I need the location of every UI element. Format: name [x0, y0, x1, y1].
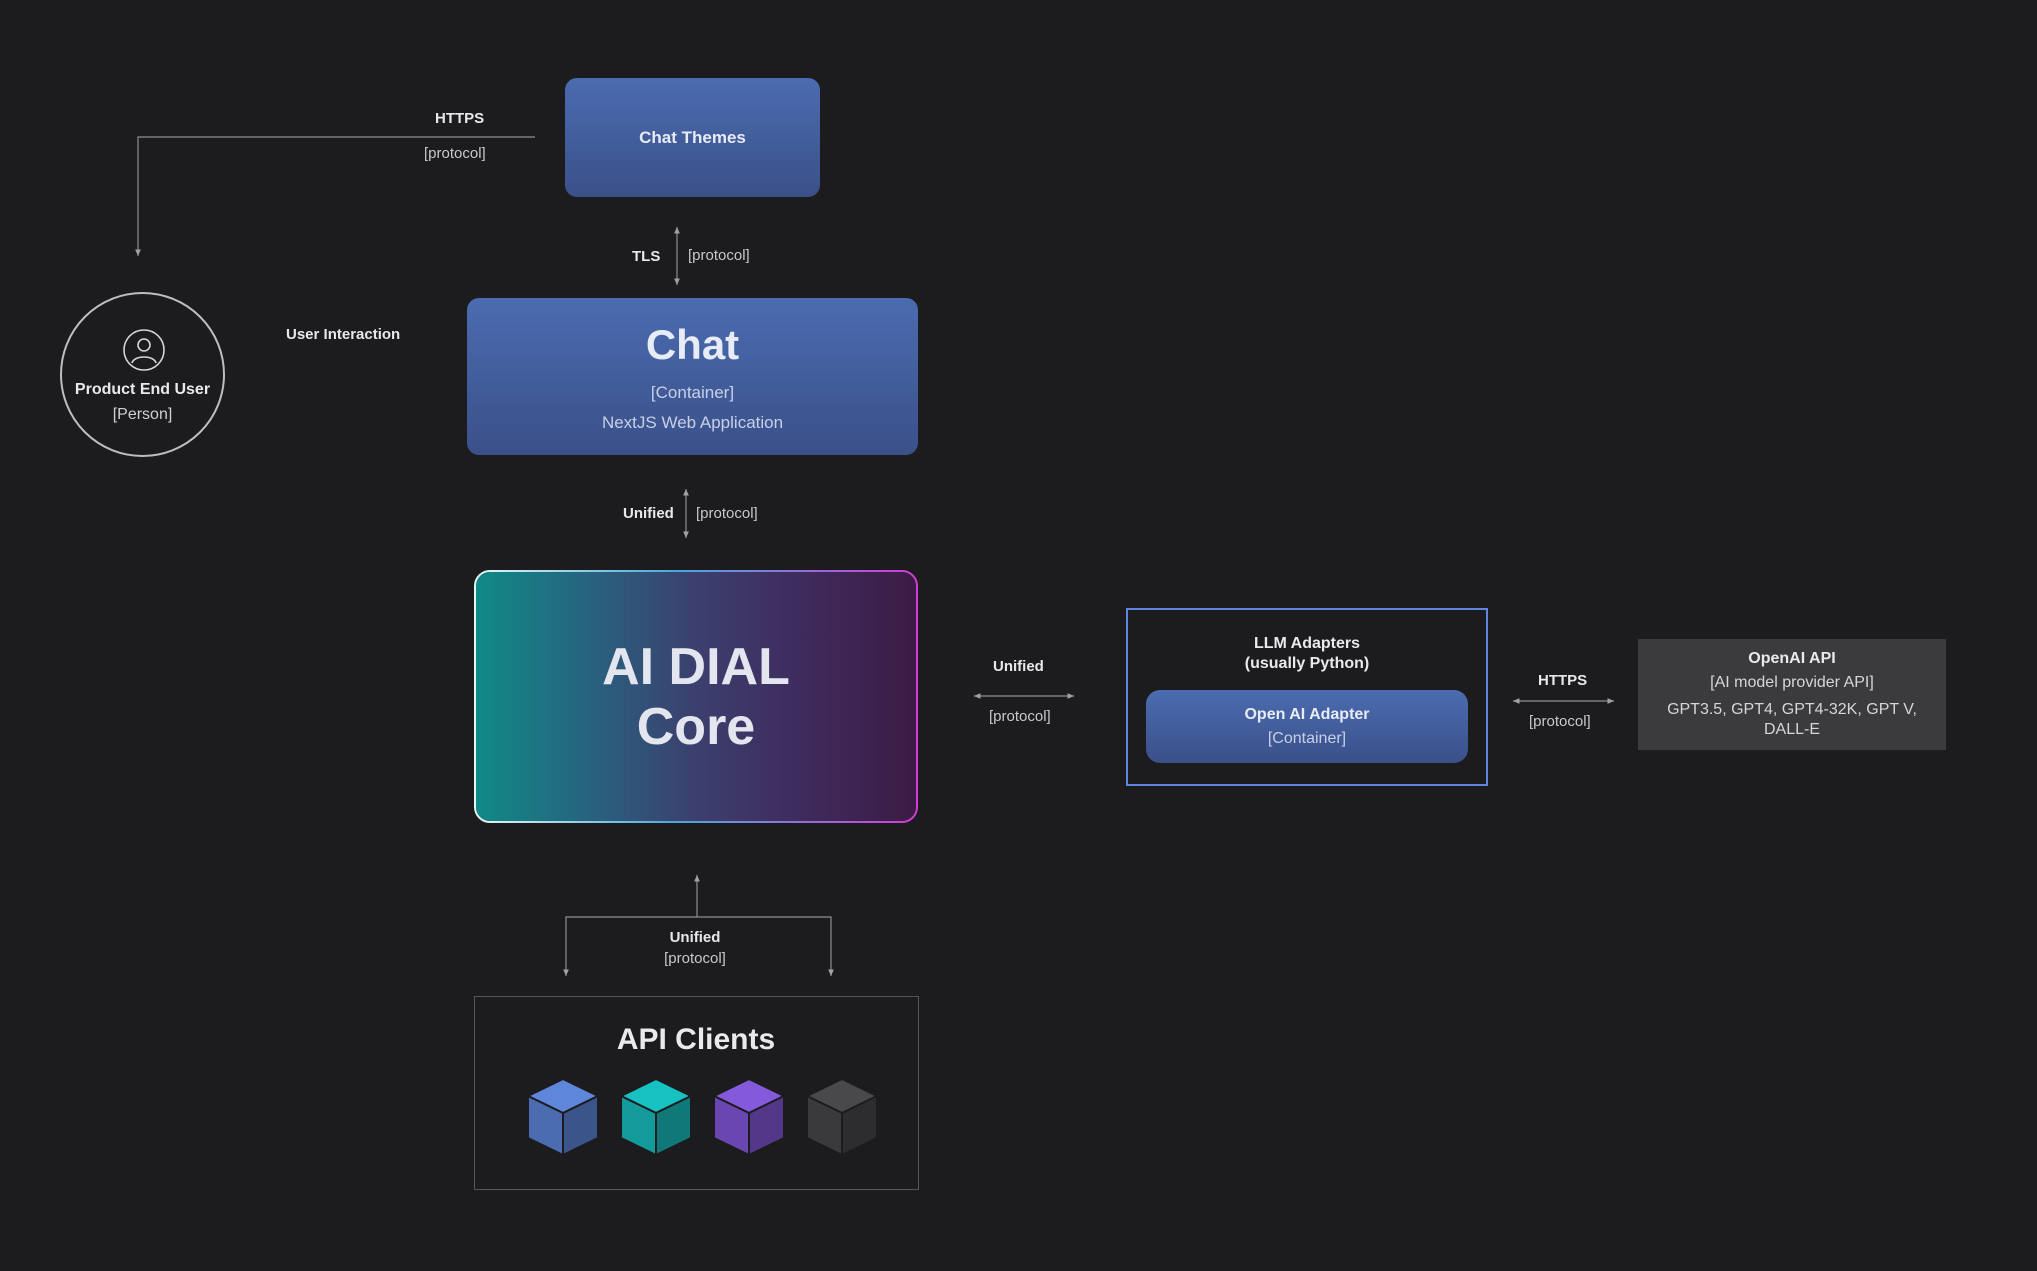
open-ai-adapter-title: Open AI Adapter: [1244, 705, 1370, 723]
edge-sub-core-clients: [protocol]: [664, 950, 726, 967]
person-title: Product End User: [74, 381, 211, 398]
core-title-line2: Core: [636, 697, 756, 756]
chat-node[interactable]: Chat [Container] NextJS Web Application: [467, 298, 918, 455]
edge-core-clients-branch: [563, 916, 834, 976]
edge-sub-themes-https: [protocol]: [424, 145, 486, 162]
open-ai-adapter-node[interactable]: Open AI Adapter [Container]: [1146, 690, 1468, 763]
edge-label-themes-https: HTTPS: [435, 110, 485, 127]
api-client-cube-icon: [527, 1078, 599, 1156]
edge-label-chat-core: Unified: [623, 505, 674, 522]
chat-title: Chat: [645, 320, 740, 368]
llm-adapters-title-line1: LLM Adapters: [1253, 635, 1361, 652]
llm-adapters-title-line2: (usually Python): [1244, 655, 1370, 672]
core-title-line1: AI DIAL: [602, 637, 790, 696]
user-circle-icon: [123, 329, 165, 371]
edge-sub-tls: [protocol]: [688, 247, 750, 264]
openai-api-type: [AI model provider API]: [1710, 673, 1874, 691]
chat-themes-node[interactable]: Chat Themes: [565, 78, 820, 197]
edge-label-user-interaction: User Interaction: [286, 326, 401, 343]
chat-themes-title: Chat Themes: [639, 127, 746, 147]
person-type: [Person]: [112, 406, 173, 423]
open-ai-adapter-type: [Container]: [1267, 729, 1347, 747]
api-client-cube-icon: [806, 1078, 878, 1156]
edge-label-core-clients: Unified: [669, 929, 721, 946]
api-client-cube-icon: [713, 1078, 785, 1156]
openai-api-title: OpenAI API: [1748, 649, 1836, 667]
openai-api-desc: GPT3.5, GPT4, GPT4-32K, GPT V, DALL-E: [1667, 700, 1917, 738]
api-clients-node[interactable]: API Clients: [474, 996, 919, 1190]
product-end-user-node[interactable]: Product End User [Person]: [60, 292, 225, 457]
api-client-cube-icon: [620, 1078, 692, 1156]
llm-adapters-group[interactable]: LLM Adapters (usually Python) Open AI Ad…: [1126, 608, 1488, 786]
openai-api-node[interactable]: OpenAI API [AI model provider API] GPT3.…: [1638, 639, 1946, 750]
edge-sub-adapter-openai: [protocol]: [1529, 713, 1591, 730]
chat-tech: NextJS Web Application: [601, 412, 784, 432]
edge-label-core-adapters: Unified: [993, 658, 1044, 675]
api-clients-title: API Clients: [616, 1023, 776, 1056]
ai-dial-core-node[interactable]: AI DIAL Core: [476, 572, 916, 821]
edge-sub-chat-core: [protocol]: [696, 505, 758, 522]
chat-type: [Container]: [650, 382, 735, 402]
edge-label-tls: TLS: [632, 248, 661, 265]
api-client-cubes: [527, 1078, 878, 1156]
edge-label-adapter-openai: HTTPS: [1538, 672, 1588, 689]
edge-sub-core-adapters: [protocol]: [989, 708, 1051, 725]
